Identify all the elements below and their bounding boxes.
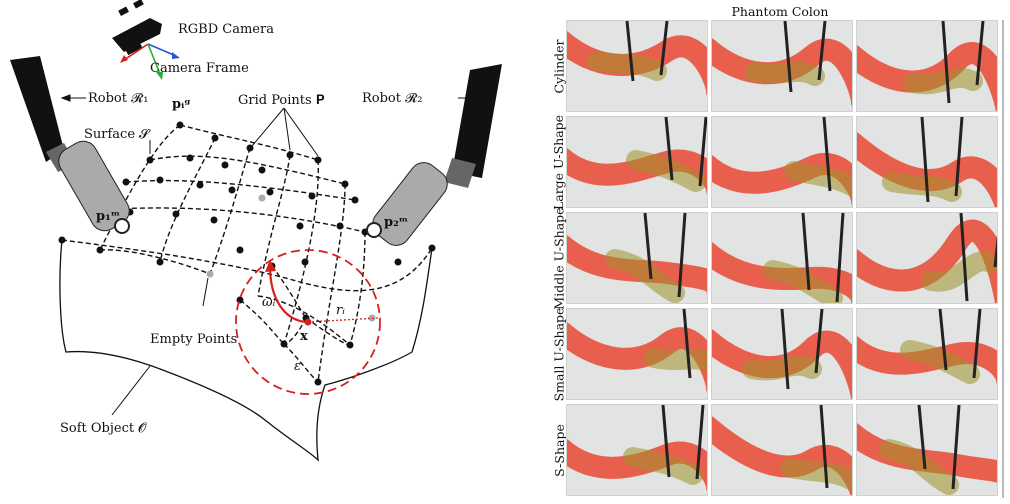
surface-label: Surface 𝓢 (84, 127, 151, 142)
soft-object-outline (59, 239, 433, 462)
r-label: rᵢ (336, 303, 345, 318)
colon-photo (566, 116, 708, 208)
p1m-label: 𝐩₁ᵐ (96, 209, 120, 224)
camera-label: RGBD Camera (178, 22, 274, 37)
grid-right-rule (1002, 20, 1004, 498)
colon-photo (856, 212, 998, 304)
colon-photo (566, 308, 708, 400)
omega-label: ωᵢ (262, 295, 276, 310)
colon-photo (711, 308, 853, 400)
x-point (304, 318, 312, 326)
colon-photo (711, 20, 853, 112)
camera-frame-axes (120, 43, 180, 80)
robot2-arm (366, 64, 502, 246)
grid-points (58, 121, 436, 386)
method-diagram: RGBD Camera Camera Frame Robot 𝓡₁ Robot … (10, 0, 502, 462)
robot1-arm (10, 56, 130, 234)
colon-photo (856, 20, 998, 112)
empty-points-label: Empty Points (150, 332, 237, 347)
colon-photo (856, 404, 998, 496)
colon-photo (566, 212, 708, 304)
camera-icon (112, 0, 162, 56)
robot1-label: Robot 𝓡₁ (88, 91, 148, 106)
robot2-label: Robot 𝓡₂ (362, 91, 422, 106)
colon-photo (566, 20, 708, 112)
pig-label: 𝐩ᵢᵍ (172, 97, 191, 112)
colon-photo (711, 212, 853, 304)
omega-arrow (268, 265, 307, 324)
empty-points (206, 194, 376, 322)
colon-photo (856, 308, 998, 400)
p2m-label: 𝐩₂ᵐ (384, 215, 408, 230)
colon-photo (711, 404, 853, 496)
colon-photo (856, 116, 998, 208)
eps-label: ε (294, 359, 301, 374)
omega-arrowhead (265, 260, 276, 272)
grid-points-label: Grid Points 𝐏 (238, 93, 325, 108)
neighborhood-circle (235, 249, 381, 395)
colon-photo (566, 404, 708, 496)
colon-photo (711, 116, 853, 208)
soft-object-label: Soft Object 𝓞 (60, 421, 147, 436)
camera-frame-label: Camera Frame (150, 61, 249, 76)
x-label: 𝐱 (300, 329, 308, 344)
photo-grid-title: Phantom Colon (731, 4, 829, 19)
annotation-arrows (60, 94, 482, 416)
